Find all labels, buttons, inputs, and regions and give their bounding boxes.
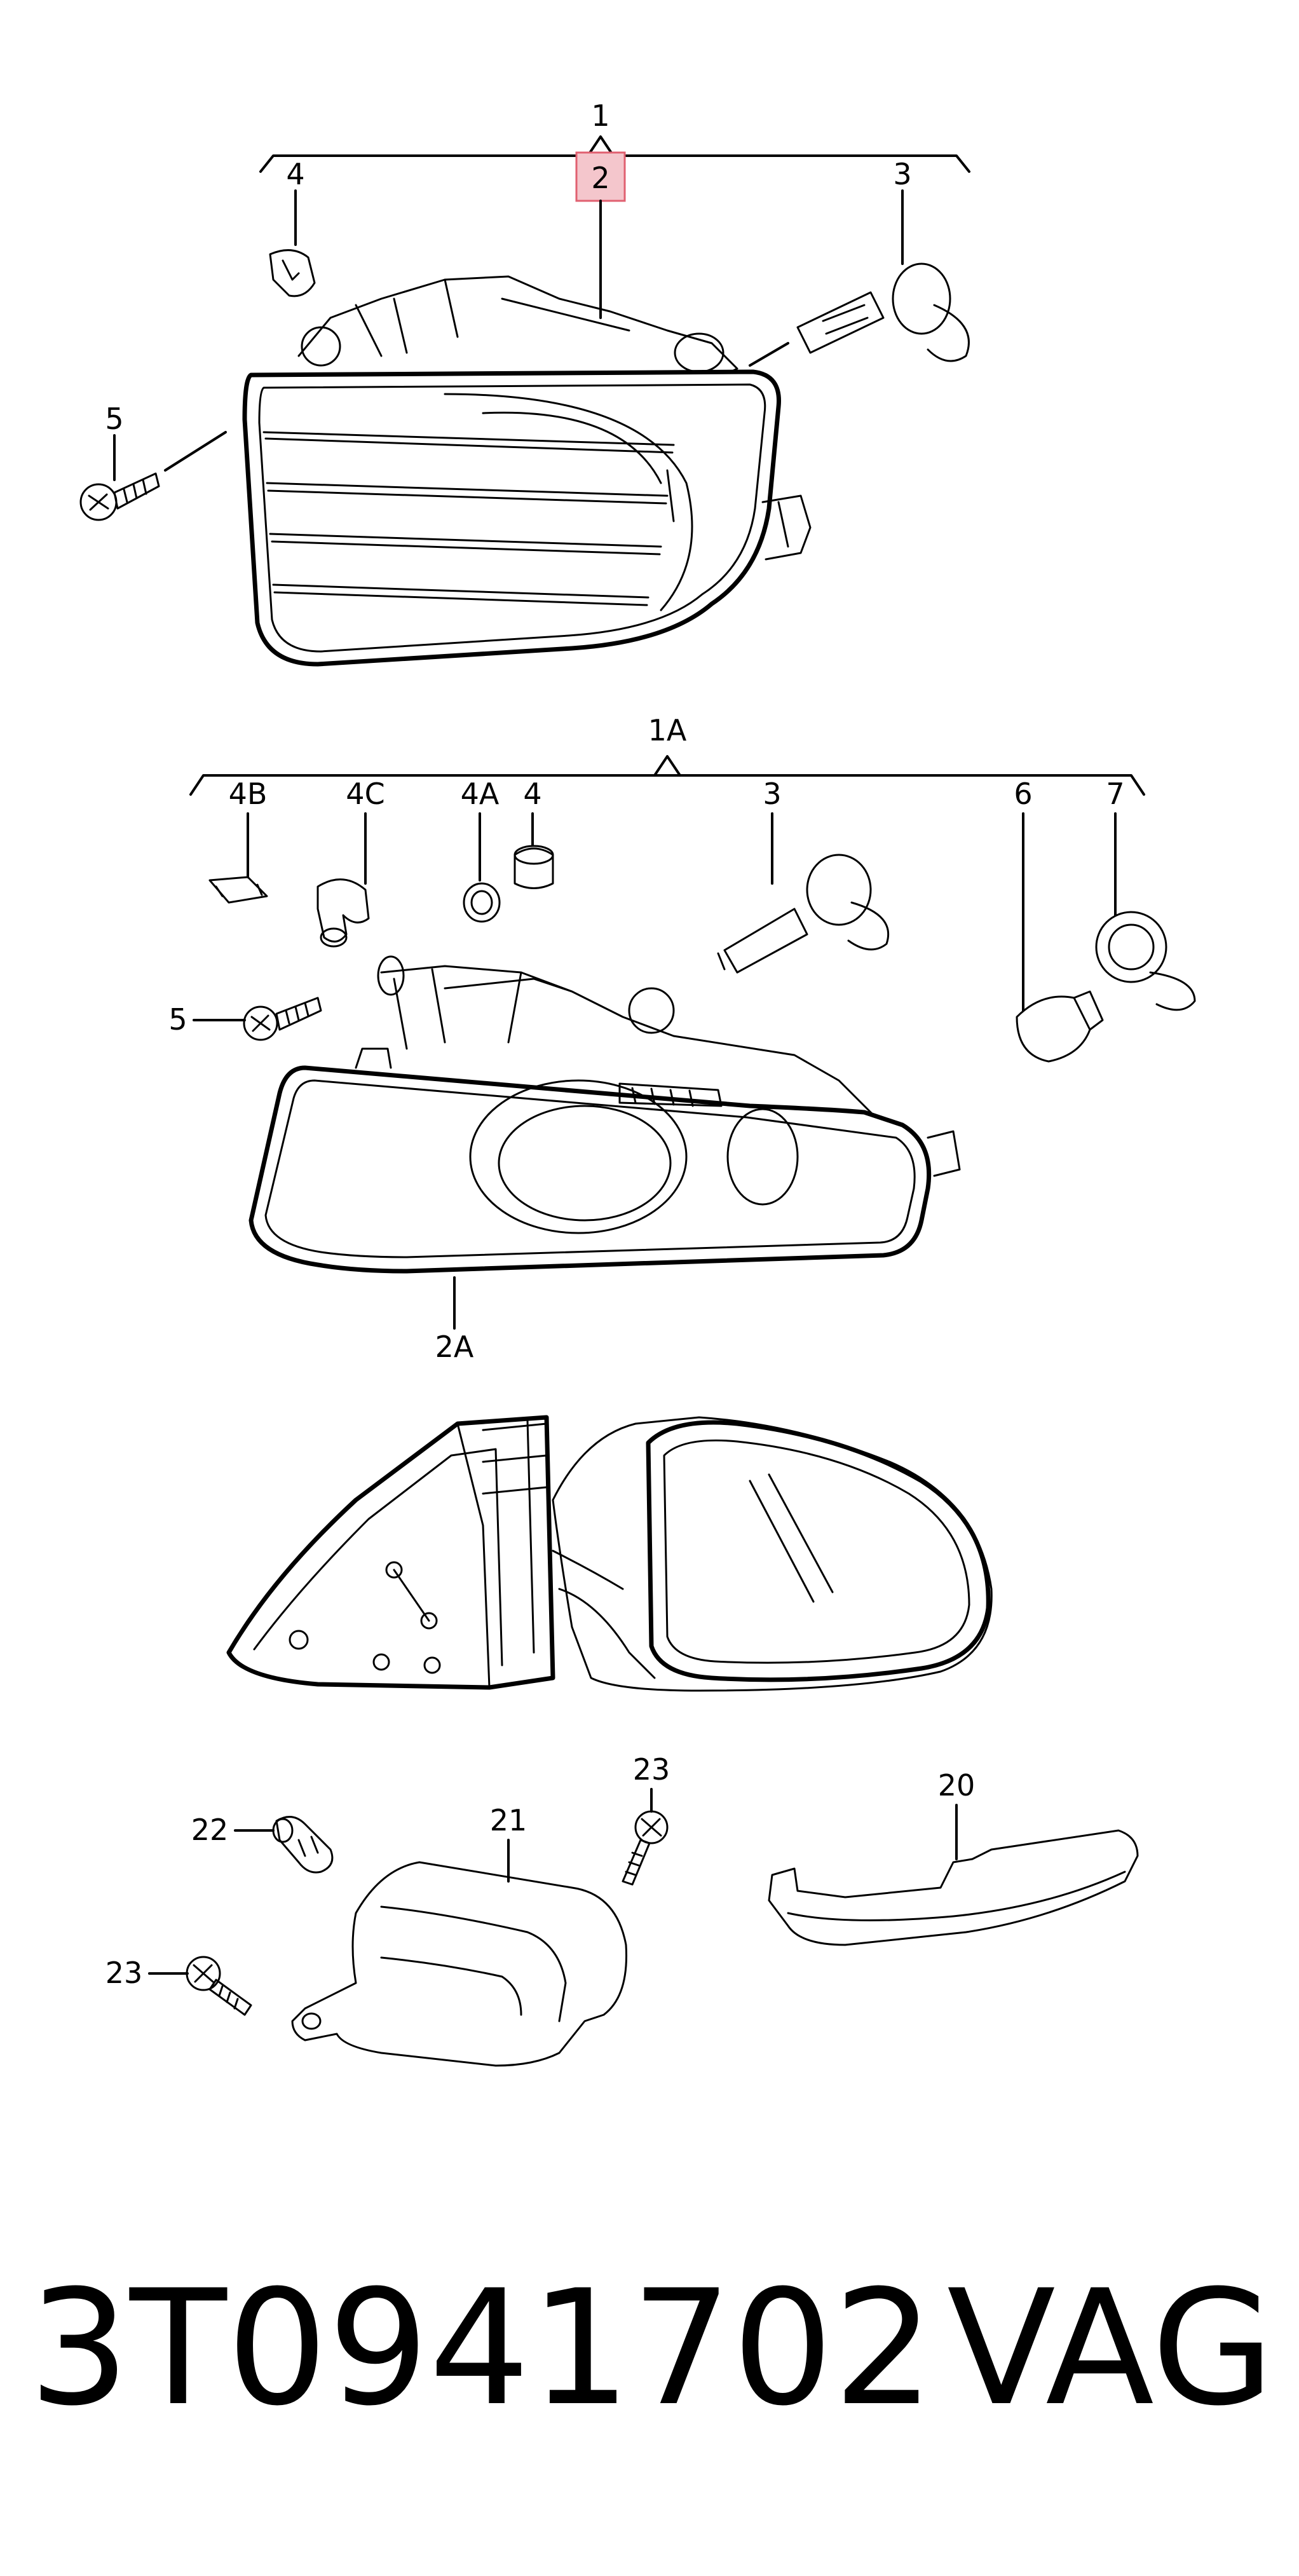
- label-5-top: 5: [105, 402, 123, 436]
- label-4A: 4A: [461, 777, 500, 811]
- label-4-mid: 4: [523, 777, 541, 811]
- label-4B: 4B: [229, 777, 268, 811]
- mirror-parts: 20 21 22 23 23: [105, 1752, 1139, 2067]
- fog-light-assembly-1A: 1A 4B 4C 4A 4 3 6 7: [168, 713, 1196, 1364]
- label-7: 7: [1106, 777, 1124, 811]
- fog-light-assembly-1: 1 2 4 3: [79, 99, 970, 667]
- label-5-mid: 5: [168, 1002, 187, 1037]
- part-number: 3T0941702: [29, 2256, 935, 2441]
- label-2A: 2A: [435, 1330, 474, 1364]
- door-mirror: [226, 1415, 993, 1692]
- label-21: 21: [490, 1803, 527, 1837]
- label-4-top: 4: [286, 157, 304, 191]
- label-1A: 1A: [648, 713, 687, 747]
- label-23-left: 23: [105, 1956, 143, 1990]
- label-3-top: 3: [893, 157, 911, 191]
- label-4C: 4C: [346, 777, 384, 811]
- label-23-top: 23: [633, 1752, 670, 1787]
- label-20: 20: [938, 1768, 976, 1803]
- label-3-mid: 3: [763, 777, 781, 811]
- label-2: 2: [591, 161, 609, 195]
- brand-name: VAG: [947, 2256, 1275, 2441]
- label-22: 22: [191, 1813, 229, 1847]
- label-1: 1: [591, 99, 609, 133]
- label-6: 6: [1014, 777, 1032, 811]
